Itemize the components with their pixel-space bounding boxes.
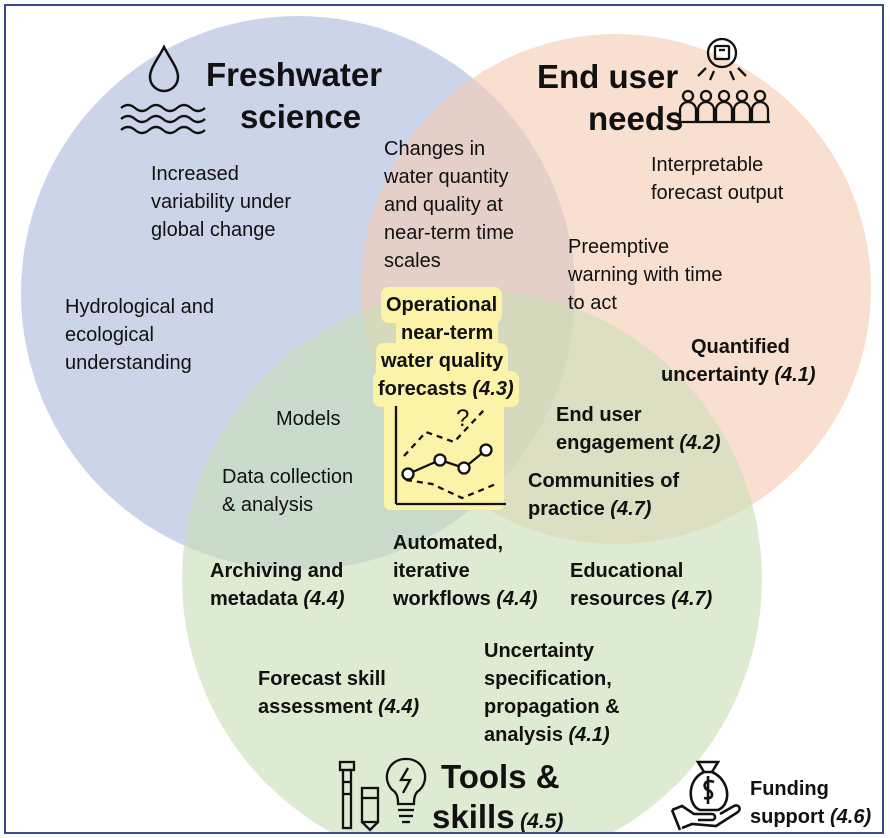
preemptive-line-1: Preemptive bbox=[568, 236, 670, 258]
uncertainty-spec-line-3: propagation & bbox=[484, 696, 620, 718]
uncertainty-spec-line-4: analysis (4.1) bbox=[484, 722, 610, 748]
educational-ref: (4.7) bbox=[671, 588, 713, 610]
preemptive-line-2: warning with time bbox=[568, 264, 723, 286]
forecast-chart-icon: ? bbox=[394, 405, 506, 506]
funding-ref: (4.6) bbox=[830, 806, 872, 828]
engagement-line-2: engagement (4.2) bbox=[556, 430, 721, 456]
automated-line-1: Automated, bbox=[393, 532, 503, 554]
center-line-4: forecasts (4.3) bbox=[378, 376, 514, 402]
increased-variability-line-3: global change bbox=[151, 219, 276, 241]
center-line-2: near-term bbox=[401, 320, 494, 346]
educational-line-2: resources (4.7) bbox=[570, 586, 712, 612]
end-user-title-2: needs bbox=[588, 100, 684, 137]
hydrological-line-3: understanding bbox=[65, 352, 192, 374]
tools-title-text: skills bbox=[432, 798, 515, 834]
uncertainty-spec-line-2: specification, bbox=[484, 668, 612, 690]
tools-circle bbox=[182, 289, 762, 832]
archiving-line-1: Archiving and bbox=[210, 560, 344, 582]
end-user-title: End user bbox=[537, 58, 679, 95]
water-drop-icon bbox=[148, 44, 180, 93]
communities-line-1: Communities of bbox=[528, 470, 680, 492]
changes-line-5: scales bbox=[384, 250, 441, 272]
models-label: Models bbox=[276, 408, 341, 430]
automated-text: workflows bbox=[393, 588, 491, 610]
changes-line-1: Changes in bbox=[384, 138, 486, 160]
increased-variability-line-1: Increased bbox=[151, 163, 239, 185]
educational-text: resources bbox=[570, 588, 666, 610]
communities-ref: (4.7) bbox=[610, 498, 652, 520]
skill-line-1: Forecast skill bbox=[258, 668, 386, 690]
changes-line-3: and quality at bbox=[384, 194, 503, 216]
engagement-text: engagement bbox=[556, 432, 674, 454]
uncertainty-spec-ref: (4.1) bbox=[568, 724, 610, 746]
quantified-uncertainty-line-1: Quantified bbox=[691, 336, 790, 358]
tools-icon bbox=[338, 760, 380, 832]
venn-diagram: Freshwater science Increased variability… bbox=[4, 4, 884, 834]
center-line-3: water quality bbox=[381, 348, 504, 374]
hydrological-line-1: Hydrological and bbox=[65, 296, 214, 318]
quantified-uncertainty-text: uncertainty bbox=[661, 364, 769, 386]
uncertainty-spec-text: analysis bbox=[484, 724, 563, 746]
money-bag-hand-icon bbox=[670, 760, 741, 831]
automated-line-3: workflows (4.4) bbox=[393, 586, 537, 612]
uncertainty-spec-line-1: Uncertainty bbox=[484, 640, 595, 662]
freshwater-title-2: science bbox=[240, 98, 362, 135]
hydrological-line-2: ecological bbox=[65, 324, 154, 346]
freshwater-title: Freshwater bbox=[206, 56, 383, 93]
waves-icon bbox=[120, 103, 206, 135]
interpretable-line-1: Interpretable bbox=[651, 154, 764, 176]
data-collection-line-1: Data collection bbox=[222, 466, 354, 488]
interpretable-line-2: forecast output bbox=[651, 182, 784, 204]
archiving-line-2: metadata (4.4) bbox=[210, 586, 345, 612]
engagement-line-1: End user bbox=[556, 404, 642, 426]
automated-line-2: iterative bbox=[393, 560, 470, 582]
funding-line-1: Funding bbox=[750, 778, 829, 800]
chart-question-mark: ? bbox=[456, 405, 469, 432]
skill-text: assessment bbox=[258, 696, 373, 718]
tools-title: Tools & bbox=[441, 758, 560, 795]
automated-ref: (4.4) bbox=[496, 588, 538, 610]
educational-line-1: Educational bbox=[570, 560, 684, 582]
changes-line-4: near-term time bbox=[384, 222, 515, 244]
funding-line-2: support (4.6) bbox=[750, 804, 871, 830]
center-line-1: Operational bbox=[386, 292, 498, 318]
communities-line-2: practice (4.7) bbox=[528, 496, 651, 522]
increased-variability-line-2: variability under bbox=[151, 191, 292, 213]
preemptive-line-3: to act bbox=[568, 292, 617, 314]
skill-ref: (4.4) bbox=[378, 696, 420, 718]
center-forecasts-text: forecasts bbox=[378, 378, 467, 400]
tools-title-ref: (4.5) bbox=[520, 810, 564, 833]
communities-text: practice bbox=[528, 498, 605, 520]
funding-text: support bbox=[750, 806, 825, 828]
engagement-ref: (4.2) bbox=[679, 432, 721, 454]
lightbulb-icon bbox=[385, 757, 427, 824]
changes-line-2: water quantity bbox=[384, 166, 509, 188]
data-collection-line-2: & analysis bbox=[222, 494, 314, 516]
broadcast-audience-icon bbox=[676, 37, 770, 124]
archiving-ref: (4.4) bbox=[303, 588, 345, 610]
venn-circles bbox=[21, 16, 871, 832]
archiving-text: metadata bbox=[210, 588, 298, 610]
tools-title-2: skills (4.5) bbox=[432, 798, 564, 834]
center-ref: (4.3) bbox=[472, 378, 514, 400]
quantified-uncertainty-line-2: uncertainty (4.1) bbox=[661, 362, 816, 388]
skill-line-2: assessment (4.4) bbox=[258, 694, 419, 720]
quantified-uncertainty-ref: (4.1) bbox=[774, 364, 816, 386]
